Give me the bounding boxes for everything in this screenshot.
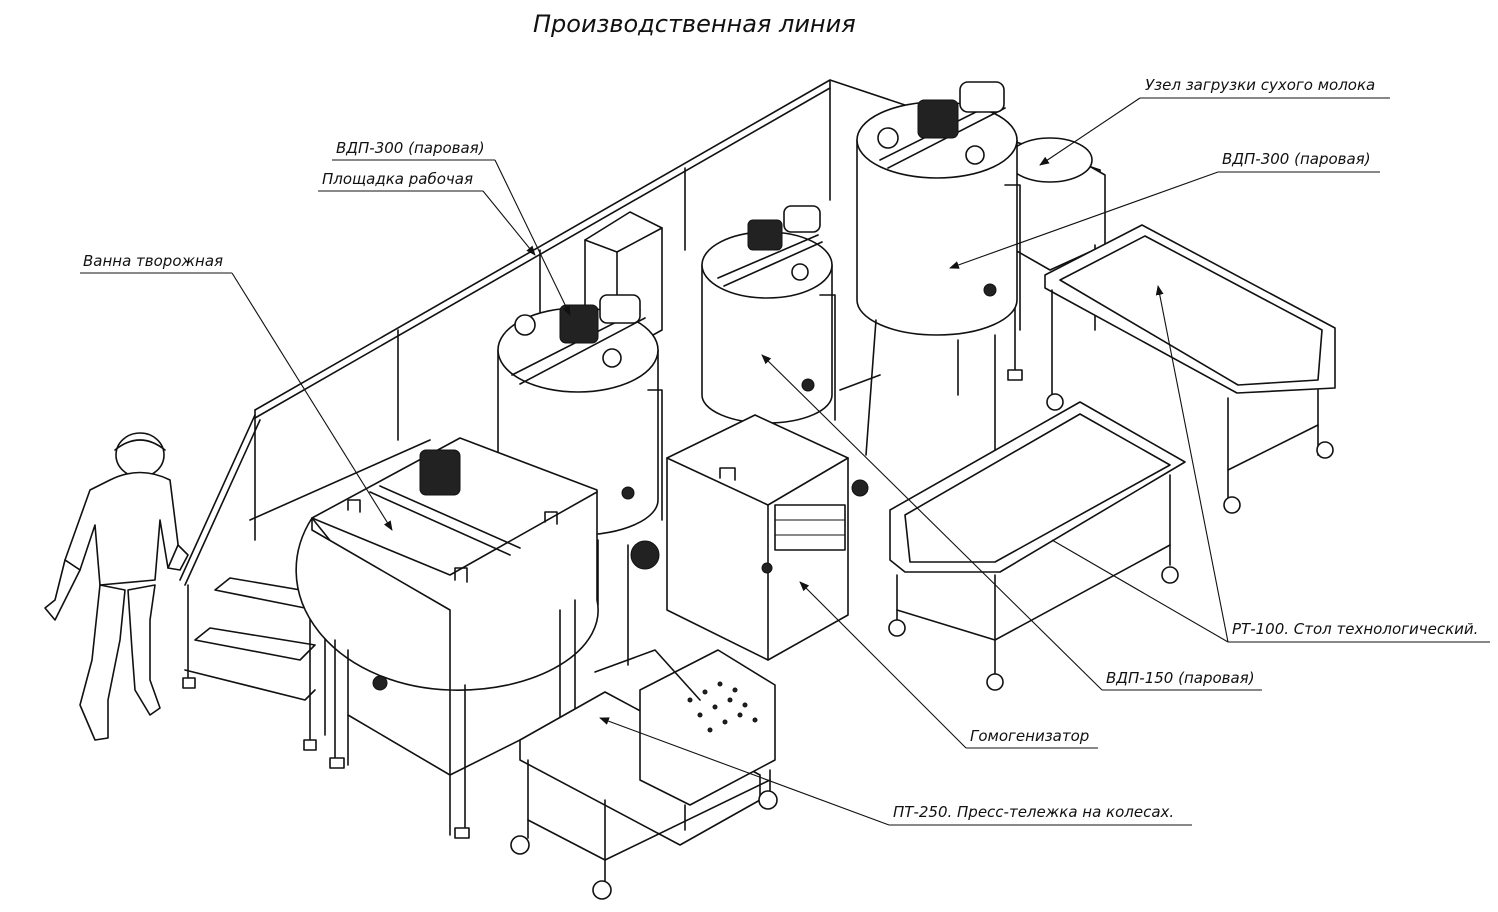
label-tech-table: РТ-100. Стол технологический. [1051, 285, 1490, 643]
homogenizer [666, 414, 869, 661]
label-platform: Площадка рабочая [318, 170, 536, 256]
human-figure [44, 432, 189, 741]
dry-milk-loading-unit [1007, 137, 1106, 381]
press-cart [510, 649, 778, 900]
label-text: Площадка рабочая [322, 170, 473, 188]
label-homogenizer: Гомогенизатор [799, 581, 1098, 749]
label-text: ВДП-150 (паровая) [1106, 669, 1255, 687]
label-text: ВДП-300 (паровая) [1222, 150, 1371, 168]
tank-vdp150 [701, 205, 836, 424]
label-dry-milk-unit: Узел загрузки сухого молока [1039, 76, 1390, 166]
label-vdp300-right: ВДП-300 (паровая) [949, 150, 1380, 269]
label-curd-bath: Ванна творожная [80, 252, 393, 531]
label-text: РТ-100. Стол технологический. [1232, 620, 1478, 638]
label-text: Ванна творожная [83, 252, 223, 270]
label-vdp150: ВДП-150 (паровая) [761, 354, 1262, 691]
tank-vdp300-right [839, 81, 1021, 456]
curd-bath [295, 437, 599, 839]
label-press-cart: ПТ-250. Пресс-тележка на колесах. [599, 717, 1192, 826]
label-text: ПТ-250. Пресс-тележка на колесах. [893, 803, 1174, 821]
label-text: Гомогенизатор [970, 727, 1089, 745]
diagram-title: Производственная линия [533, 10, 856, 38]
label-text: ВДП-300 (паровая) [336, 139, 485, 157]
perforation [687, 681, 758, 733]
tech-table-near [888, 401, 1186, 691]
label-text: Узел загрузки сухого молока [1145, 76, 1375, 94]
tech-table-far [1044, 224, 1336, 514]
label-vdp300-left: ВДП-300 (паровая) [332, 139, 571, 316]
